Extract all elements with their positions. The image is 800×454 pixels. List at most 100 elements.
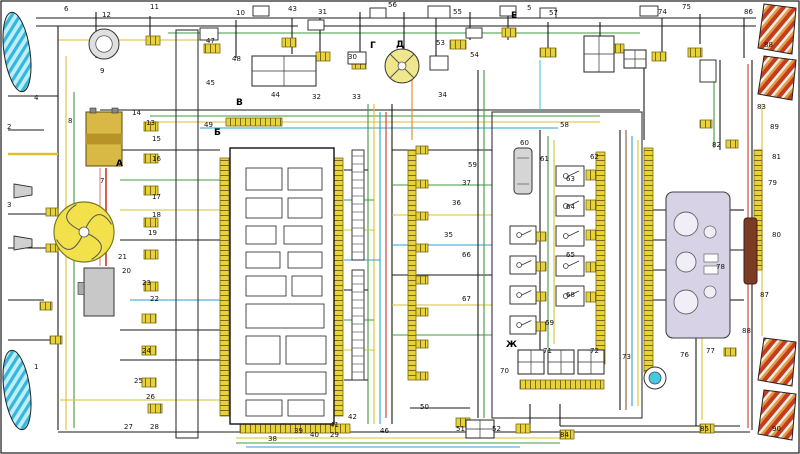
callout-number: 66	[462, 251, 471, 259]
pin-ladder	[351, 269, 365, 381]
ecu-inner-box	[245, 225, 277, 245]
connector-block	[143, 217, 159, 228]
connector-block	[315, 51, 331, 62]
connector-block	[45, 243, 59, 253]
connector-strip	[225, 117, 283, 127]
callout-number: 64	[566, 203, 575, 211]
components-layer	[2, 3, 797, 441]
callout-number: 10	[236, 9, 245, 17]
callout-number: 26	[146, 393, 155, 401]
callout-number: 13	[146, 119, 155, 127]
ecu-inner-box	[245, 371, 327, 395]
connector-block	[651, 51, 667, 62]
connector-block	[145, 35, 161, 46]
callout-number: 43	[288, 5, 297, 13]
switch-symbol	[568, 230, 580, 237]
connector-strip	[519, 379, 605, 390]
ecu-inner-box	[287, 251, 323, 269]
switch-box	[509, 255, 537, 275]
switch-box	[555, 285, 585, 307]
callout-number: 58	[560, 121, 569, 129]
switch-symbol	[562, 203, 569, 209]
callout-number: 40	[310, 431, 319, 439]
callout-number: 51	[456, 425, 465, 433]
connector-block	[515, 423, 531, 434]
callout-number: 80	[772, 231, 781, 239]
callout-number: 12	[102, 11, 111, 19]
switch-symbol	[521, 320, 532, 326]
callout-number: 32	[312, 93, 321, 101]
switch-symbol	[568, 290, 580, 297]
connector-block	[585, 291, 597, 303]
callout-number: 27	[124, 423, 133, 431]
section-label: В	[236, 98, 243, 108]
ecu-inner-box	[245, 335, 281, 365]
connector-block	[141, 377, 157, 388]
callout-number: 28	[150, 423, 159, 431]
cluster-window	[703, 265, 719, 275]
callout-number: 52	[492, 425, 501, 433]
connector-block	[141, 313, 157, 324]
callout-number: 42	[348, 413, 357, 421]
callout-number: 56	[388, 1, 397, 9]
callout-number: 79	[768, 179, 777, 187]
tail-lamp-icon	[757, 55, 797, 101]
callout-number: 15	[152, 135, 161, 143]
switch-box	[555, 225, 585, 247]
battery-terminal	[89, 107, 97, 114]
connector-block	[143, 281, 159, 292]
component-box	[639, 5, 659, 17]
rear-window-heater-icon	[743, 217, 758, 285]
callout-number: 74	[658, 8, 667, 16]
callout-number: 69	[545, 319, 554, 327]
connector-block	[39, 301, 53, 311]
gauge-dial	[675, 251, 697, 273]
callout-number: 55	[453, 8, 462, 16]
callout-number: 75	[682, 3, 691, 11]
callout-number: 34	[438, 91, 447, 99]
callout-number: 9	[100, 67, 104, 75]
connector-block	[415, 211, 429, 221]
callout-number: 21	[118, 253, 127, 261]
callout-number: 84	[560, 431, 569, 439]
connector-block	[281, 37, 297, 48]
callout-number: 30	[348, 53, 357, 61]
connector-block	[501, 27, 517, 38]
switch-symbol	[521, 230, 532, 236]
connector-block	[449, 39, 467, 50]
callout-number: 67	[462, 295, 471, 303]
switch-box	[509, 285, 537, 305]
wires-layer	[8, 12, 763, 448]
connector-block	[723, 347, 737, 357]
ecu-inner-box	[283, 225, 323, 245]
connector-block	[725, 139, 739, 149]
callout-number: 1	[34, 363, 38, 371]
ecu-inner-box	[245, 251, 281, 269]
component-box	[307, 19, 325, 31]
ecu-inner-box	[245, 167, 283, 191]
section-label: Г	[370, 41, 376, 51]
switch-symbol	[562, 173, 569, 179]
callout-number: 31	[318, 8, 327, 16]
harness-outline	[175, 29, 199, 439]
section-label: Д	[396, 40, 404, 50]
ecu-inner-box	[287, 197, 323, 219]
switch-box	[555, 195, 585, 217]
callout-number: 76	[680, 351, 689, 359]
callout-number: 87	[760, 291, 769, 299]
fuel-sender-icon	[513, 147, 533, 195]
component-box	[369, 7, 387, 19]
ecu-inner-box	[245, 197, 283, 219]
connector-strip	[595, 151, 606, 365]
ecu-inner-box	[245, 399, 283, 417]
callout-number: 7	[100, 177, 104, 185]
switch-symbol	[521, 290, 532, 296]
callout-number: 37	[462, 179, 471, 187]
callout-number: 49	[204, 121, 213, 129]
connector-block	[415, 179, 429, 189]
connector-block	[415, 339, 429, 349]
connector-block	[585, 229, 597, 241]
switch-symbol	[516, 292, 522, 298]
connector-block	[699, 119, 713, 129]
callout-number: 4	[34, 94, 39, 102]
